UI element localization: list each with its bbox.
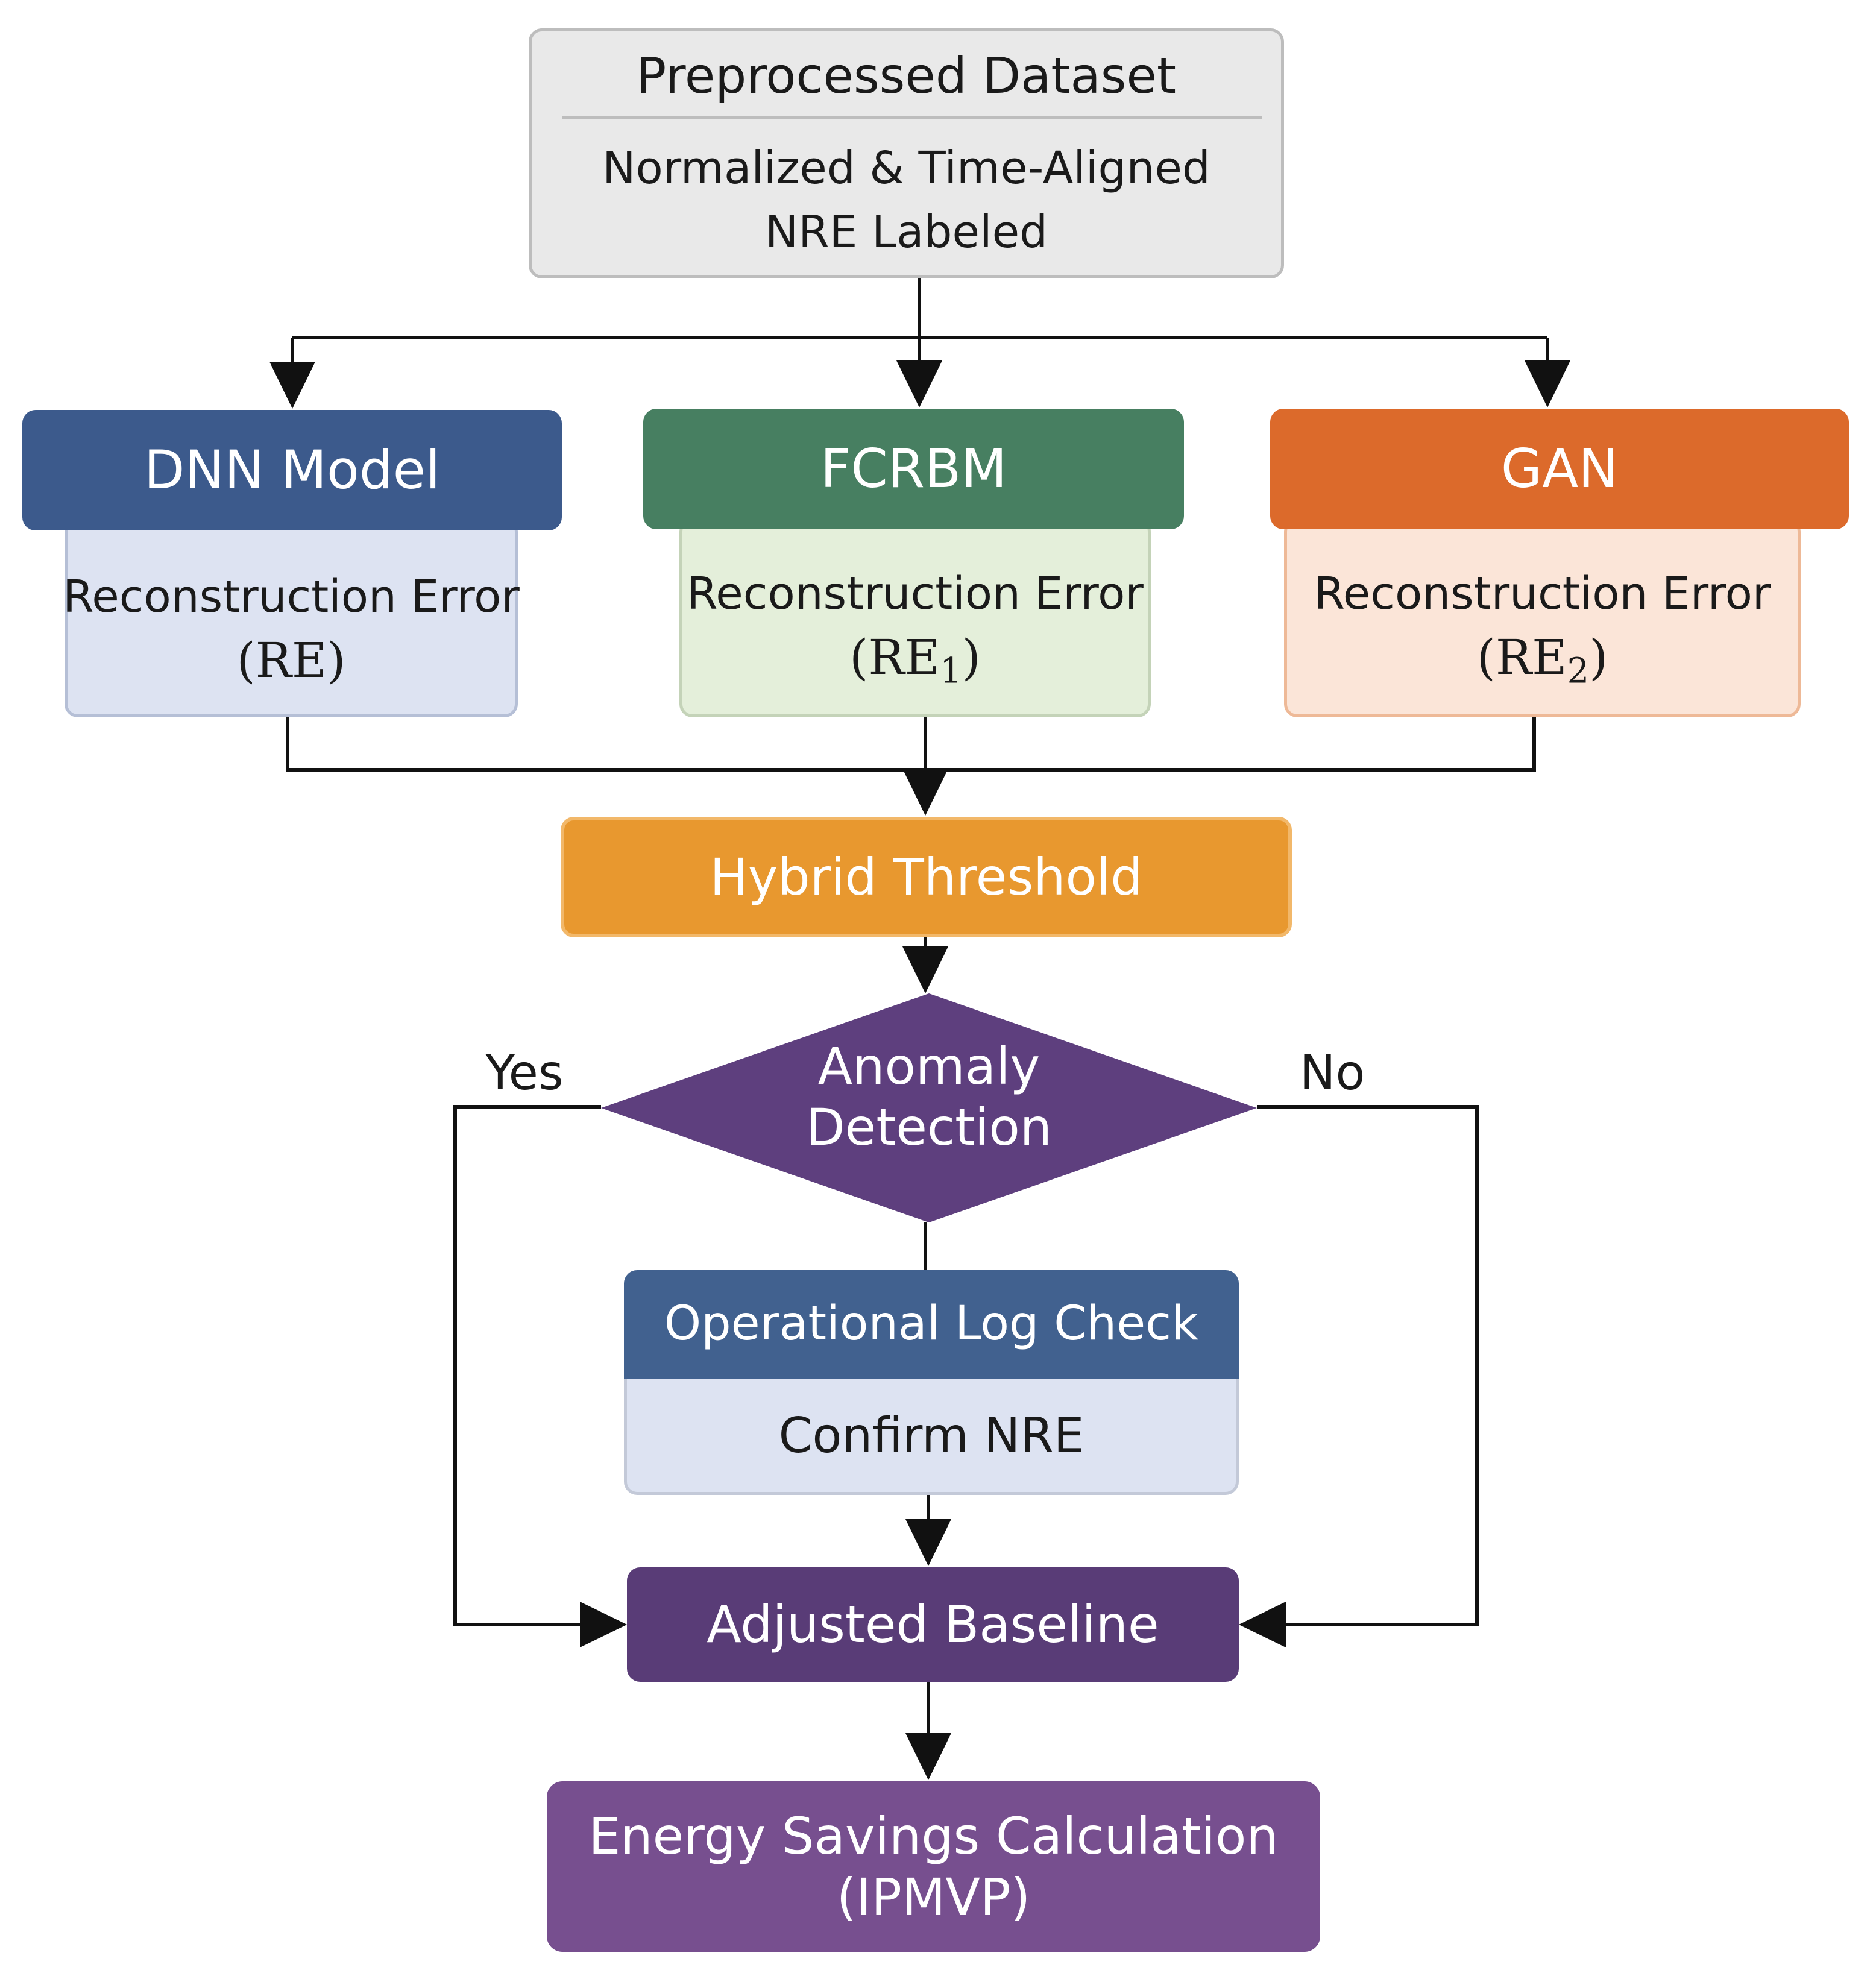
arrow-no-to-baseline	[1239, 1602, 1286, 1647]
energy-savings-line: Energy Savings Calculation	[588, 1806, 1279, 1866]
dnn-re-formula: (RE)	[236, 632, 346, 688]
confirm-nre-label: Confirm NRE	[778, 1408, 1084, 1464]
dataset-line-nre-labeled: NRE Labeled	[764, 206, 1048, 259]
dataset-line-normalized: Normalized & Time-Aligned	[602, 142, 1210, 195]
ipmvp-line: (IPMVP)	[836, 1867, 1031, 1927]
energy-savings-label: Energy Savings Calculation (IPMVP)	[547, 1784, 1320, 1949]
operational-log-header	[624, 1270, 1239, 1379]
preprocessed-dataset-box	[529, 28, 1284, 278]
hybrid-threshold-label: Hybrid Threshold	[710, 847, 1143, 907]
adjusted-baseline-box	[627, 1567, 1239, 1682]
fcrbm-re1-formula: (RE1)	[849, 629, 981, 691]
yes-branch-label: Yes	[485, 1045, 564, 1101]
from-dnn-wire	[286, 717, 1536, 772]
arrow-yes-to-baseline	[580, 1602, 627, 1647]
dnn-re-symbol: RE	[255, 632, 327, 688]
arrow-to-threshold	[902, 769, 948, 816]
dnn-model-header	[22, 410, 562, 530]
fcrbm-reconstruction-error-label: Reconstruction Error	[687, 567, 1144, 620]
hybrid-threshold-box	[561, 817, 1292, 937]
gan-re-symbol: RE	[1495, 629, 1567, 685]
arrow-to-savings	[905, 1733, 951, 1780]
gan-reconstruction-error-label: Reconstruction Error	[1314, 567, 1771, 620]
anomaly-line: Anomaly	[817, 1037, 1040, 1097]
arrow-to-gan	[1525, 360, 1570, 407]
gan-re-subscript: 2	[1567, 650, 1590, 691]
dataset-divider	[562, 116, 1262, 119]
fcrbm-body	[679, 518, 1151, 717]
gan-re2-formula: (RE2)	[1476, 629, 1608, 691]
dnn-model-title: DNN Model	[143, 439, 441, 502]
no-branch-label: No	[1299, 1045, 1365, 1101]
gan-header	[1270, 409, 1849, 529]
arrow-to-dnn	[269, 362, 315, 409]
anomaly-detection-diamond	[601, 993, 1257, 1222]
yes-branch-wire	[453, 1105, 601, 1626]
fcrbm-re-subscript: 1	[939, 650, 962, 691]
fcrbm-re-symbol: RE	[868, 629, 940, 685]
arrow-to-fcrbm	[896, 360, 942, 407]
fcrbm-header	[643, 409, 1184, 529]
operational-log-check-title: Operational Log Check	[664, 1297, 1199, 1351]
no-branch-wire	[1257, 1105, 1479, 1626]
anomaly-detection-label: Anomaly Detection	[685, 1019, 1172, 1175]
detection-line: Detection	[805, 1098, 1053, 1157]
dataset-title: Preprocessed Dataset	[636, 48, 1177, 105]
arrow-to-baseline	[905, 1519, 951, 1566]
gan-title: GAN	[1500, 438, 1619, 500]
energy-savings-calculation-box	[547, 1781, 1320, 1952]
arrow-to-decision	[902, 946, 948, 993]
adjusted-baseline-label: Adjusted Baseline	[707, 1594, 1159, 1654]
dnn-reconstruction-error-label: Reconstruction Error	[63, 570, 520, 623]
fcrbm-title: FCRBM	[820, 438, 1007, 500]
gan-body	[1284, 518, 1801, 717]
dnn-body	[65, 518, 518, 717]
